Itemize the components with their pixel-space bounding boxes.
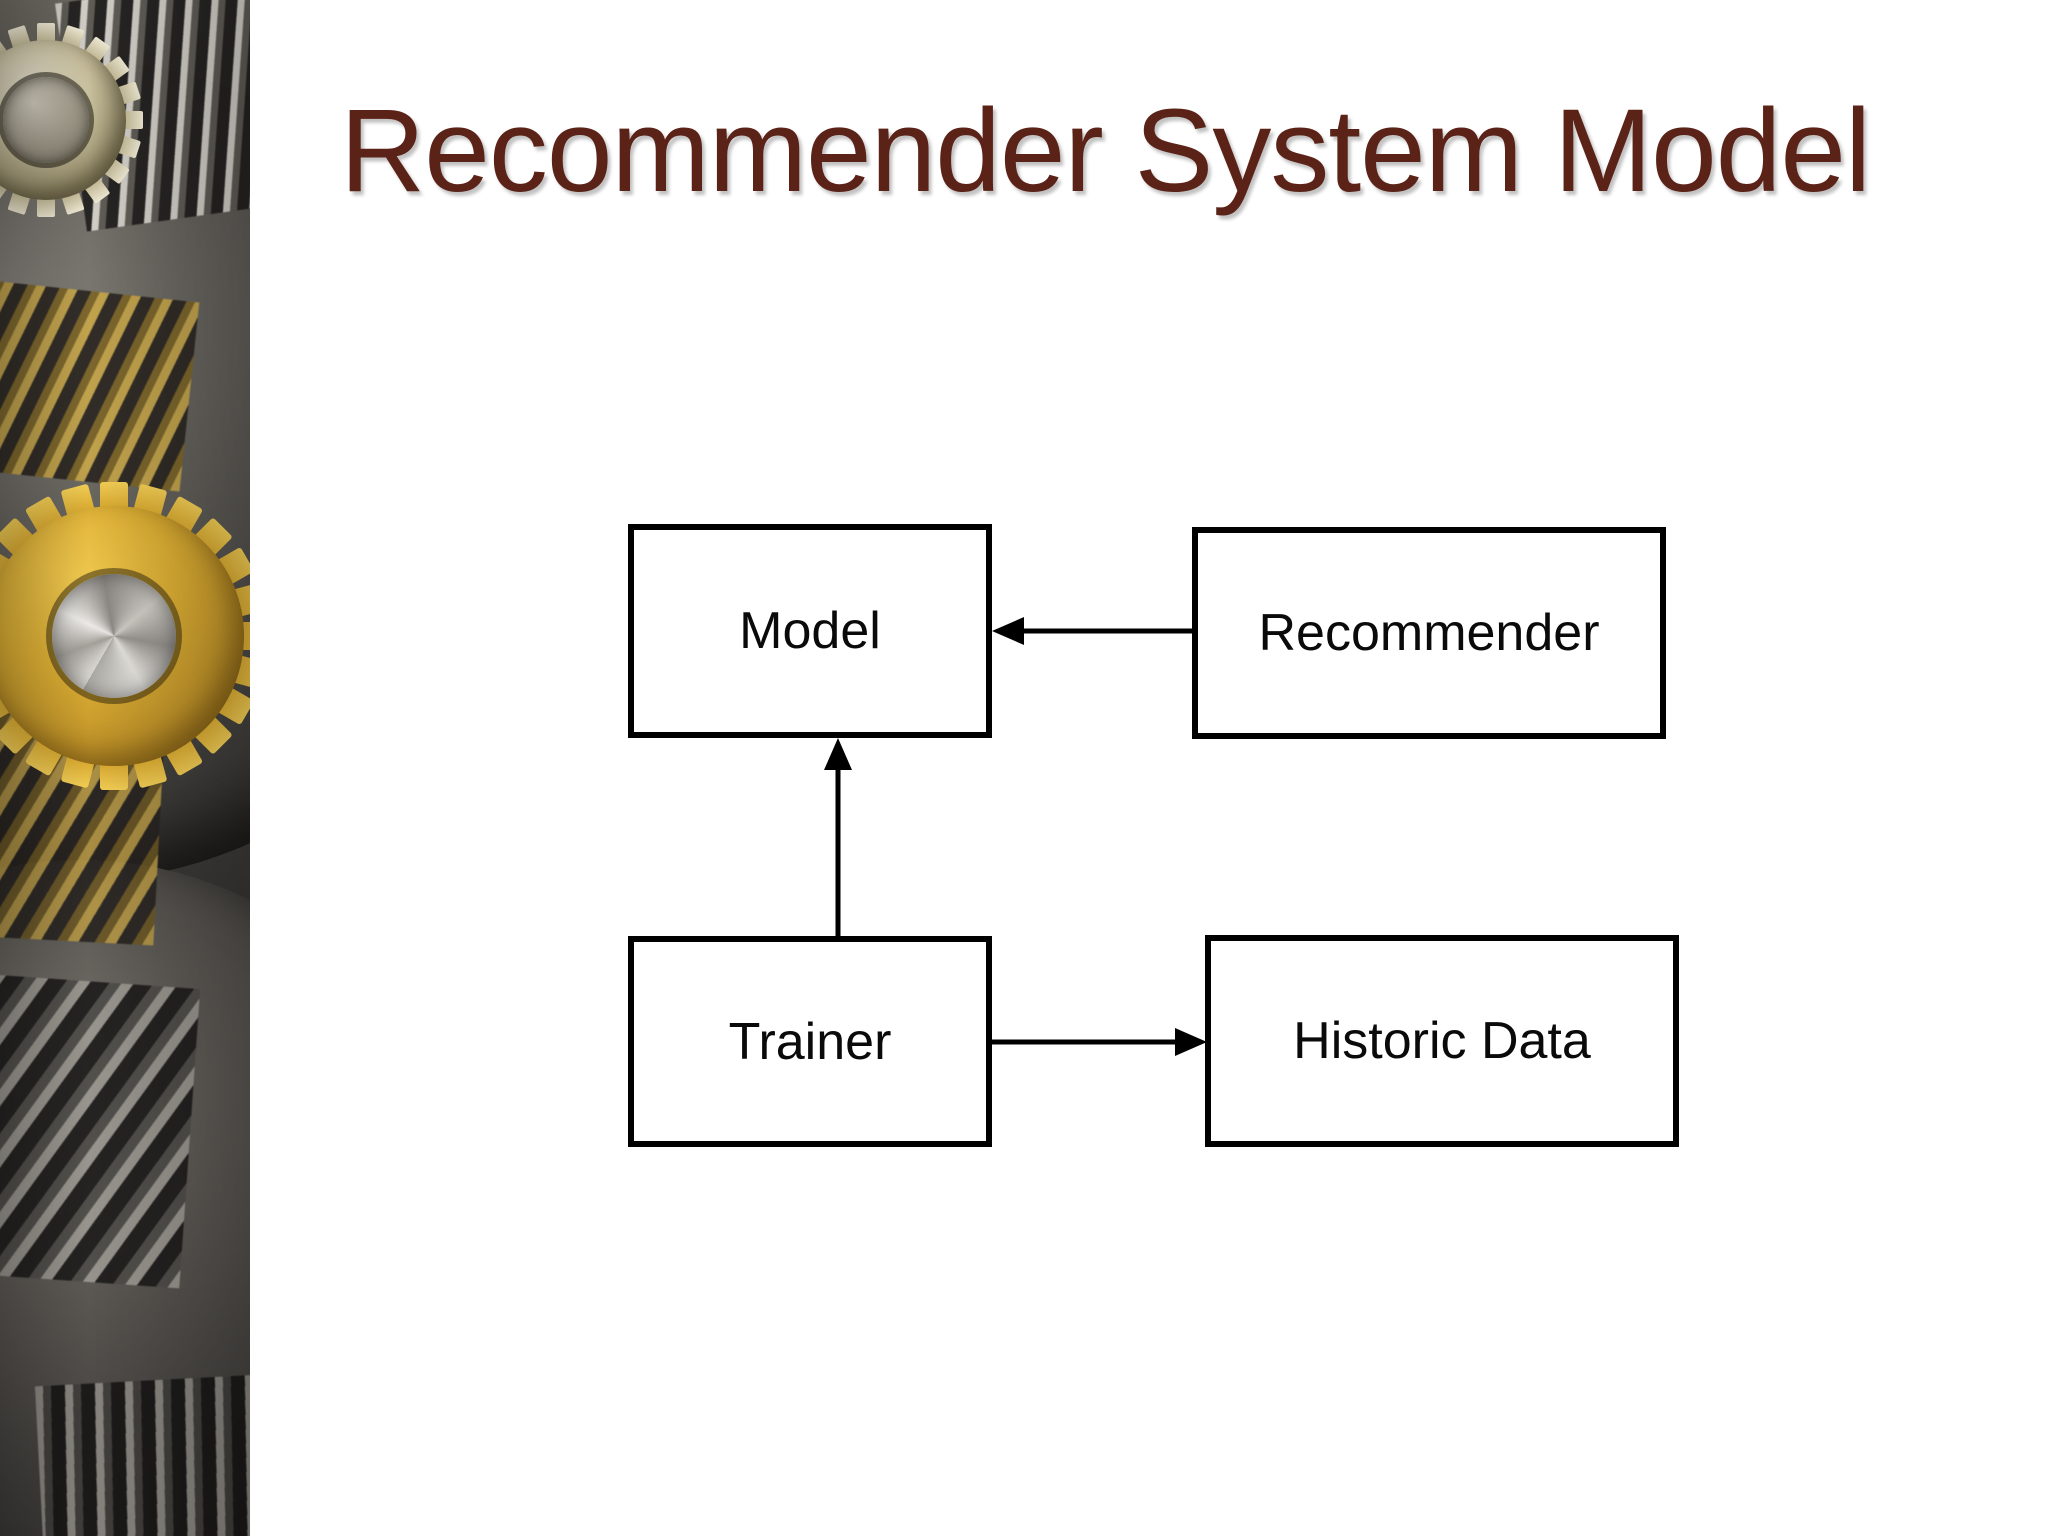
node-label-historic-data: Historic Data <box>1293 1012 1591 1070</box>
diagram-node-trainer[interactable]: Trainer <box>628 936 992 1147</box>
node-label-trainer: Trainer <box>728 1012 892 1071</box>
edge-trainer-to-historic-data <box>992 1028 1207 1056</box>
diagram-node-recommender[interactable]: Recommender <box>1192 527 1666 739</box>
edge-trainer-to-model <box>824 738 852 936</box>
edge-recommender-to-model <box>992 617 1192 645</box>
node-label-recommender: Recommender <box>1258 604 1600 662</box>
node-label-model: Model <box>739 602 881 660</box>
slide-title: Recommender System Model <box>340 85 1871 217</box>
band-right-edge <box>250 0 253 1536</box>
diagram-node-model[interactable]: Model <box>628 524 992 738</box>
brass-gear-icon <box>0 22 144 218</box>
diagram-node-historic-data[interactable]: Historic Data <box>1205 935 1679 1147</box>
gold-gear-icon <box>0 480 253 792</box>
